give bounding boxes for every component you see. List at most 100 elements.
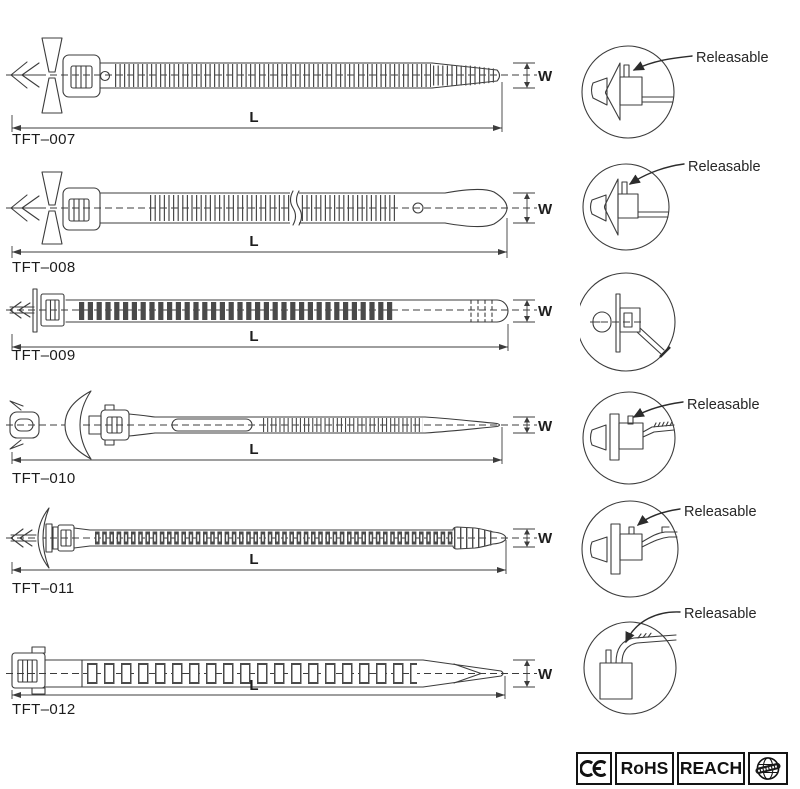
mount-side-view: [590, 293, 671, 358]
detail-circle: [581, 45, 675, 139]
strap-end: [659, 346, 671, 358]
global-cert-mark: [748, 752, 788, 785]
detail-circle: [581, 500, 679, 598]
mount-side-view: [589, 523, 678, 575]
tie-head: [62, 187, 101, 231]
slotted-strap: [65, 299, 509, 323]
serrated-strap: [99, 188, 508, 228]
width-dim-label: W: [538, 303, 553, 320]
dimension-l: L: [11, 324, 509, 351]
dimension-w: W: [513, 416, 553, 435]
detail-view-tft-009: [580, 272, 676, 372]
callout-arrow: [632, 55, 693, 71]
slotted-strap: [73, 526, 507, 550]
tie-head: [57, 524, 75, 552]
callout-arrow: [636, 508, 681, 526]
callout-label: Releasable: [687, 397, 760, 413]
dimension-w: W: [513, 659, 553, 688]
detail-view-tft-012: Releasable: [583, 606, 757, 715]
certification-bar: RoHS REACH: [576, 752, 788, 785]
release-lever: [627, 415, 634, 425]
length-dim-label: L: [249, 677, 258, 694]
product-code-tft-007: TFT–007: [12, 131, 76, 148]
fir-tree-mount: [10, 171, 63, 245]
product-drawing-tft-010: W L: [6, 390, 553, 464]
detail-view-tft-008: Releasable: [582, 159, 761, 251]
release-lever: [621, 181, 628, 195]
release-lever: [623, 64, 630, 78]
rohs-label: RoHS: [620, 758, 669, 778]
strap-slot: [171, 418, 253, 432]
width-dim-label: W: [538, 530, 553, 547]
fir-tree-mount: [9, 288, 38, 333]
dimension-w: W: [513, 528, 553, 548]
product-code-tft-008: TFT–008: [12, 259, 76, 276]
release-lever: [605, 649, 612, 664]
dimension-l: L: [11, 540, 507, 574]
cone-flange: [37, 507, 50, 569]
dimension-w: W: [513, 62, 553, 89]
fir-tree-mount: [10, 37, 63, 114]
rounded-tip: [492, 531, 507, 545]
product-code-tft-009: TFT–009: [12, 347, 76, 364]
dimension-w: W: [513, 192, 553, 224]
callout-arrow: [628, 163, 685, 185]
low-profile-head: [11, 646, 46, 695]
callout-label: Releasable: [696, 50, 769, 66]
product-drawing-tft-012: W L: [6, 646, 553, 699]
width-dim-label: W: [538, 418, 553, 435]
length-dim-label: L: [249, 328, 258, 345]
product-drawing-tft-008: W L: [6, 171, 553, 258]
mount-side-view: [589, 413, 675, 461]
mount-side-view: [589, 178, 669, 236]
length-dim-label: L: [249, 109, 258, 126]
break-gap: [290, 191, 299, 225]
dimension-l: L: [11, 676, 506, 699]
detail-view-tft-010: Releasable: [582, 391, 760, 485]
callout-arrow: [625, 611, 681, 644]
callout-label: Releasable: [688, 159, 761, 175]
tie-head: [100, 404, 130, 446]
product-code-tft-012: TFT–012: [12, 701, 76, 718]
dimension-l: L: [11, 82, 503, 132]
release-lever: [628, 526, 635, 535]
disc-flange: [615, 293, 621, 353]
dimension-l: L: [11, 218, 508, 258]
rohs-mark: RoHS: [615, 752, 674, 785]
width-dim-label: W: [538, 68, 553, 85]
umbrella-wing: [64, 390, 92, 460]
tie-head: [40, 293, 65, 327]
product-drawing-tft-011: W L: [6, 507, 553, 574]
product-drawing-tft-009: W L: [6, 288, 553, 351]
detail-view-tft-011: Releasable: [581, 500, 757, 598]
reach-mark: REACH: [677, 752, 745, 785]
mount-side-view: [599, 632, 677, 700]
arrow-tip: [422, 659, 504, 688]
globe-icon: [755, 757, 781, 780]
reach-label: REACH: [679, 758, 743, 778]
callout-label: Releasable: [684, 504, 757, 520]
ce-mark-icon: [579, 760, 606, 777]
detail-circle: [582, 391, 676, 485]
rounded-tip: [496, 299, 509, 323]
width-dim-label: W: [538, 201, 553, 218]
product-code-tft-011: TFT–011: [12, 580, 75, 597]
taper-tip: [424, 416, 501, 434]
callout-arrow: [632, 401, 684, 418]
push-mount: [9, 390, 102, 460]
tie-head: [62, 54, 101, 98]
width-dim-label: W: [538, 666, 553, 683]
slotted-strap: [44, 659, 504, 688]
detail-circle: [583, 621, 677, 715]
disc-flange: [32, 288, 38, 333]
dimension-w: W: [513, 299, 553, 323]
detail-circle: [582, 163, 670, 251]
strap-hole: [99, 70, 111, 82]
detail-view-tft-007: Releasable: [581, 45, 769, 139]
paddle-end: [444, 188, 508, 228]
detail-circle: [580, 272, 676, 372]
serrated-strap: [128, 413, 501, 437]
product-drawing-tft-007: W L: [6, 37, 553, 132]
length-dim-label: L: [249, 551, 258, 568]
